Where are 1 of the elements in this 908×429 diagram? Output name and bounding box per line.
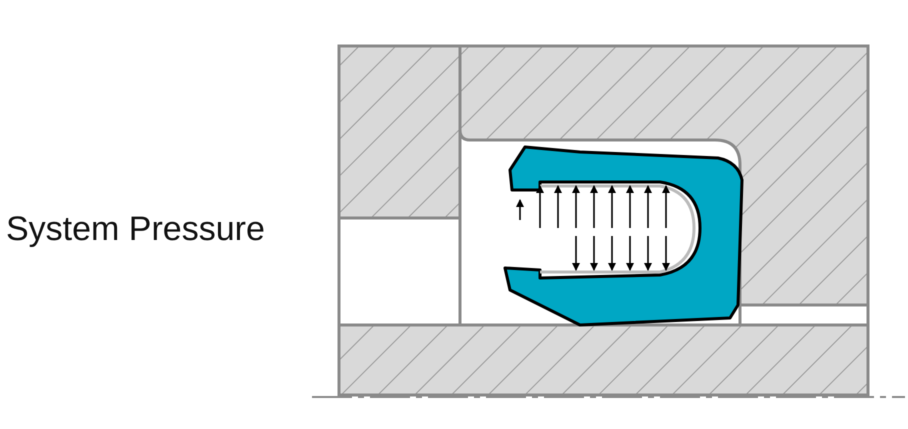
pressure-label: System Pressure <box>6 210 265 249</box>
